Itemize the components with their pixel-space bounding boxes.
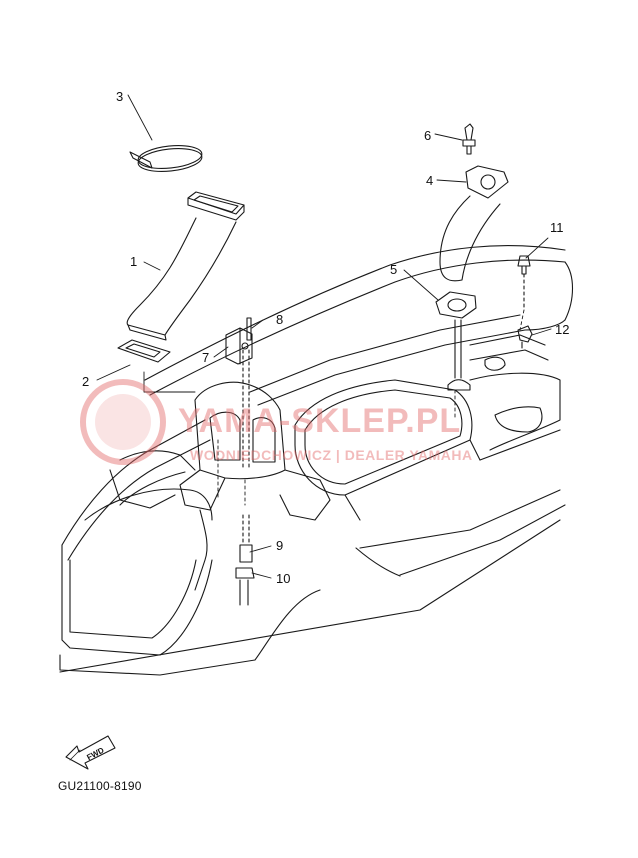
- callout-5: 5: [390, 262, 397, 277]
- right-frame: [469, 334, 561, 461]
- part-11-fitting: [517, 255, 531, 311]
- watermark: YAMA-SKLEP.PL WODNIEDCHOWICZ | DEALER YA…: [80, 379, 473, 465]
- diagram-code: GU21100-8190: [58, 779, 142, 793]
- part-5-flange: [435, 291, 477, 391]
- callout-6: 6: [424, 128, 431, 143]
- callout-4: 4: [426, 173, 433, 188]
- watermark-title: YAMA-SKLEP.PL: [178, 402, 461, 440]
- part-2-gasket: [117, 339, 171, 363]
- hull-frame: [59, 419, 566, 676]
- callout-12: 12: [555, 322, 569, 337]
- part-3-clamp: [129, 145, 203, 172]
- fwd-arrow-icon: [65, 735, 116, 770]
- part-7-bracket: [225, 327, 253, 365]
- part-6-screw: [462, 123, 476, 155]
- callout-9: 9: [276, 538, 283, 553]
- callouts: 3 1 2 6 4 5 8 7 9 10 11 12: [82, 89, 569, 586]
- deck-rails: [144, 245, 574, 406]
- part-8-rod: [242, 317, 252, 471]
- part-4-bent-duct: [439, 165, 509, 282]
- callout-7: 7: [202, 350, 209, 365]
- part-1-air-duct: [126, 191, 245, 341]
- callout-2: 2: [82, 374, 89, 389]
- callout-8: 8: [276, 312, 283, 327]
- callout-3: 3: [116, 89, 123, 104]
- part-9-10-pipe: [235, 514, 255, 606]
- callout-10: 10: [276, 571, 290, 586]
- part-12-clip: [517, 325, 533, 349]
- watermark-logo-icon: [80, 379, 166, 465]
- engine-mount: [109, 381, 331, 591]
- callout-11: 11: [550, 220, 564, 235]
- callout-1: 1: [130, 254, 137, 269]
- watermark-subtitle: WODNIEDCHOWICZ | DEALER YAMAHA: [190, 447, 473, 463]
- leader-lines: [96, 94, 552, 579]
